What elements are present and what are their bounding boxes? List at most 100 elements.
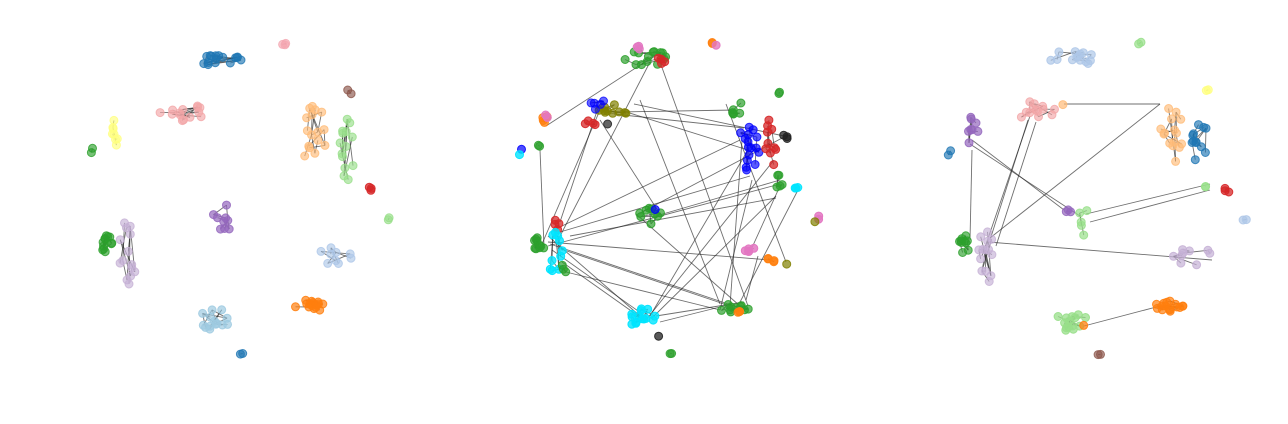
- graph-node: [1238, 215, 1248, 225]
- graph-node: [775, 181, 785, 191]
- graph-node: [976, 232, 986, 242]
- graph-node: [1081, 313, 1090, 322]
- graph-node: [946, 146, 956, 156]
- graph-node: [763, 254, 773, 263]
- graph-node: [300, 151, 310, 161]
- graph-node: [775, 87, 784, 97]
- inter-cluster-edge: [969, 149, 973, 241]
- graph-node: [313, 135, 323, 145]
- graph-node: [751, 143, 761, 153]
- graph-node: [1192, 260, 1202, 270]
- graph-node: [1058, 100, 1068, 110]
- inter-cluster-edge: [995, 121, 1037, 247]
- graph-node: [320, 140, 330, 150]
- graph-node: [749, 243, 759, 253]
- inter-cluster-edge: [557, 247, 731, 307]
- graph-node: [198, 308, 208, 318]
- graph-node: [771, 144, 781, 154]
- inter-cluster-edge: [639, 99, 721, 305]
- graph-node: [1156, 124, 1166, 134]
- graph-node: [1053, 312, 1063, 321]
- graph-node: [763, 121, 773, 131]
- graph-node: [127, 263, 137, 273]
- graph-node: [1191, 138, 1201, 148]
- inter-cluster-edge: [539, 149, 545, 247]
- graph-node: [609, 100, 619, 110]
- graph-node: [1176, 258, 1186, 268]
- graph-node: [1034, 112, 1043, 122]
- graph-node: [1050, 104, 1059, 114]
- inter-cluster-edge: [559, 175, 751, 233]
- graph-node: [88, 143, 97, 153]
- inter-cluster-edge: [1083, 305, 1161, 327]
- graph-node: [124, 279, 134, 289]
- inter-cluster-edge: [547, 241, 771, 261]
- inter-cluster-edge: [633, 103, 785, 137]
- inter-cluster-edge: [551, 249, 649, 319]
- graph-node: [654, 331, 664, 341]
- graph-node: [983, 236, 993, 246]
- graph-node: [1171, 107, 1181, 117]
- graph-node: [1167, 114, 1176, 124]
- graph-node: [347, 132, 357, 142]
- graph-node: [1203, 85, 1213, 95]
- graph-node: [984, 277, 994, 286]
- graph-node: [304, 143, 314, 153]
- graph-node: [793, 183, 803, 192]
- inter-cluster-edge: [649, 149, 749, 317]
- graph-node: [225, 58, 235, 68]
- panel-left: [86, 38, 394, 359]
- graph-node: [216, 224, 225, 234]
- inter-cluster-edge: [557, 61, 651, 241]
- graph-node: [341, 142, 351, 151]
- graph-node: [221, 213, 231, 223]
- graph-node: [338, 128, 348, 138]
- graph-node: [665, 349, 675, 359]
- graph-node: [769, 160, 779, 170]
- graph-node: [660, 57, 670, 67]
- graph-node: [547, 266, 557, 276]
- graph-node: [177, 116, 187, 126]
- graph-node: [648, 47, 658, 57]
- graph-node: [317, 107, 327, 117]
- graph-node: [1190, 155, 1200, 165]
- graph-node: [1201, 182, 1211, 191]
- graph-node: [111, 140, 121, 150]
- middle-edges: [534, 42, 820, 355]
- inter-cluster-edge: [651, 195, 777, 319]
- graph-node: [115, 235, 125, 245]
- graph-node: [1205, 248, 1215, 258]
- graph-node: [343, 175, 353, 185]
- graph-node: [533, 140, 543, 150]
- graph-node: [346, 253, 356, 263]
- inter-cluster-edge: [969, 143, 1081, 217]
- graph-node: [743, 137, 753, 147]
- inter-cluster-edge: [749, 185, 781, 253]
- graph-node: [599, 96, 608, 106]
- graph-node: [733, 307, 743, 317]
- graph-node: [235, 349, 245, 359]
- graph-node: [118, 256, 128, 266]
- graph-node: [203, 58, 213, 67]
- graph-node: [810, 217, 820, 227]
- graph-node: [736, 128, 746, 138]
- graph-node: [343, 85, 353, 95]
- graph-node: [1038, 104, 1048, 114]
- graph-node: [319, 125, 329, 135]
- graph-node: [348, 161, 358, 171]
- graph-node: [125, 229, 135, 239]
- graph-node: [983, 227, 992, 237]
- graph-node: [557, 260, 567, 270]
- panel-right: [943, 37, 1251, 360]
- graph-node: [646, 219, 656, 229]
- graph-node: [636, 212, 646, 222]
- graph-node: [632, 42, 642, 52]
- inter-cluster-edge: [1089, 189, 1211, 223]
- graph-node: [331, 256, 341, 266]
- graph-node: [1046, 55, 1056, 65]
- right-edges: [947, 41, 1247, 356]
- graph-node: [345, 118, 355, 128]
- graph-node: [976, 254, 986, 264]
